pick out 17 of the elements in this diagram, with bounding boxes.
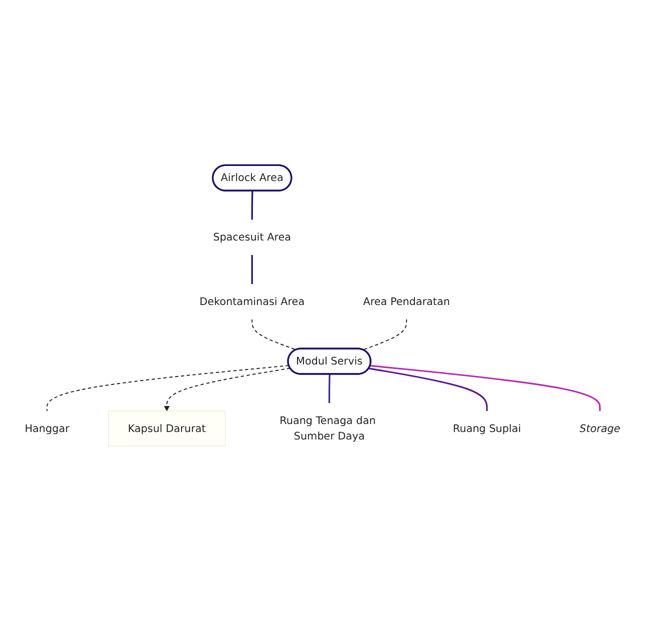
node-text: Spacesuit Area — [213, 230, 292, 244]
node-text: Hanggar — [24, 422, 70, 434]
connector — [251, 254, 253, 284]
node-text: Ruang Tenaga dan Sumber Daya — [280, 414, 376, 442]
connector — [46, 364, 290, 412]
node-box: Kapsul Darurat — [108, 410, 226, 446]
arrow — [164, 368, 291, 412]
node-text: Area Pendaratan — [363, 295, 450, 308]
connector — [252, 318, 297, 350]
connector — [251, 190, 254, 220]
connector — [370, 364, 601, 411]
connector — [362, 318, 407, 350]
connector — [368, 368, 488, 411]
node-text: Ruang Suplai — [452, 422, 522, 434]
node-text: Storage — [580, 422, 620, 434]
node-text: Dekontaminasi Area — [200, 295, 305, 308]
connector — [328, 374, 330, 404]
